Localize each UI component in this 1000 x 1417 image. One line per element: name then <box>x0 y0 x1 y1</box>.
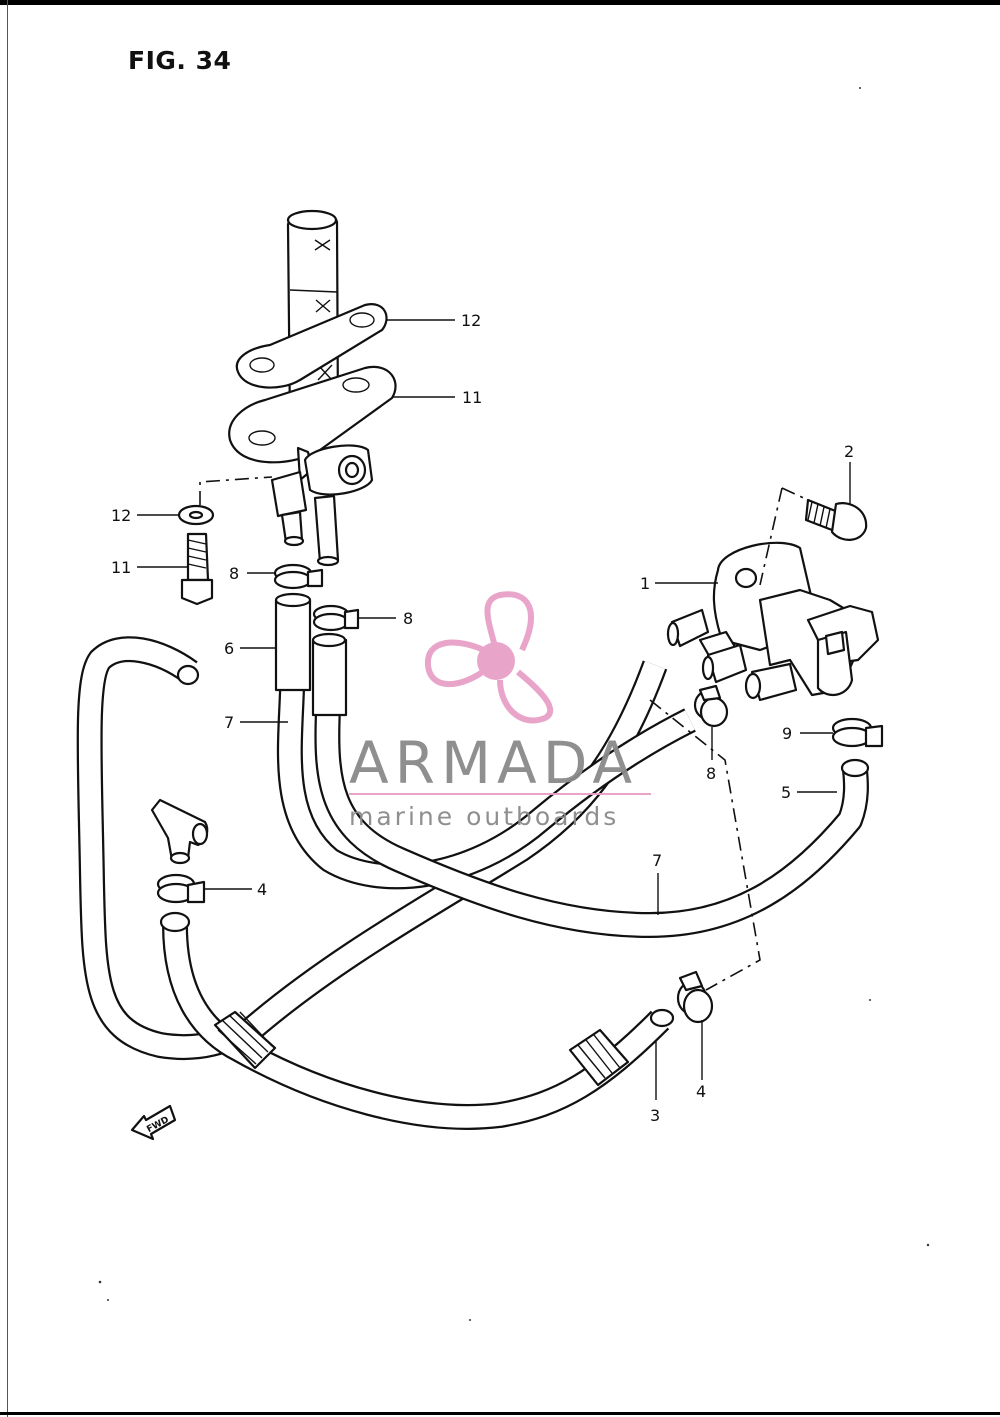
hose-3-main <box>162 924 670 1130</box>
callout-7-right: 7 <box>652 851 662 870</box>
hose-corrugation-right <box>568 1028 630 1087</box>
t-fitting <box>150 798 209 865</box>
watermark-tagline: marine outboards <box>349 802 619 831</box>
fuel-cock-body-9 <box>228 365 397 567</box>
hose-corrugation-left <box>213 1010 277 1070</box>
hose-end-opening <box>649 1008 675 1028</box>
callout-3: 3 <box>650 1106 660 1125</box>
scan-specks <box>98 87 930 1321</box>
hose-7-right <box>314 709 869 938</box>
callout-4-left: 4 <box>257 880 267 899</box>
callout-9: 11 <box>462 388 482 407</box>
hose-loop-left <box>76 636 230 1061</box>
hose-end-opening <box>840 758 870 778</box>
callout-7-left: 7 <box>224 713 234 732</box>
armada-watermark: ARMADA marine outboards <box>349 591 651 831</box>
callout-2: 2 <box>844 442 854 461</box>
clamp-8-upper <box>273 563 324 590</box>
hose-end-opening <box>159 911 191 933</box>
page-border-bottom <box>0 1412 1000 1415</box>
hose-end-opening <box>176 664 200 686</box>
assembly-leader-2b <box>759 487 783 586</box>
figure-title: FIG. 34 <box>128 46 232 75</box>
watermark-brand: ARMADA <box>349 729 638 797</box>
fwd-direction-arrow: FWD <box>130 1104 177 1141</box>
callout-1: 1 <box>640 574 650 593</box>
clamp-8-right <box>831 717 884 748</box>
hose-6-stub <box>274 592 312 692</box>
callout-8-right: 9 <box>782 724 792 743</box>
callout-8-middle: 8 <box>403 609 413 628</box>
callout-4-right: 4 <box>696 1082 706 1101</box>
assembly-leader-hose <box>649 699 761 991</box>
clamp-8-middle <box>312 604 360 632</box>
bolt-11 <box>180 532 214 606</box>
callout-labels: 12 11 2 1 12 11 8 8 6 7 8 9 5 7 4 3 4 <box>111 311 854 1125</box>
page-border-left <box>7 0 8 1417</box>
callout-5: 5 <box>781 783 791 802</box>
callout-8-upper: 8 <box>229 564 239 583</box>
washer-12 <box>177 504 215 526</box>
page-border-top <box>0 0 1000 5</box>
assembly-leader-12 <box>199 476 273 505</box>
callout-12: 12 <box>111 506 131 525</box>
clamp-4-right <box>676 970 714 1024</box>
callout-leaders <box>137 319 851 1100</box>
clamp-8-valve <box>693 684 729 728</box>
hose-7-stub <box>311 632 348 717</box>
assembly-leader-2 <box>781 487 809 501</box>
callout-11: 11 <box>111 558 131 577</box>
propeller-logo-icon <box>424 591 554 724</box>
gasket-10 <box>235 303 388 389</box>
bolt-2 <box>804 498 868 541</box>
callout-6: 6 <box>224 639 234 658</box>
callout-10: 12 <box>461 311 481 330</box>
valve-assembly-1 <box>666 541 880 702</box>
callout-8-valve: 8 <box>706 764 716 783</box>
clamp-4-left <box>156 873 206 904</box>
